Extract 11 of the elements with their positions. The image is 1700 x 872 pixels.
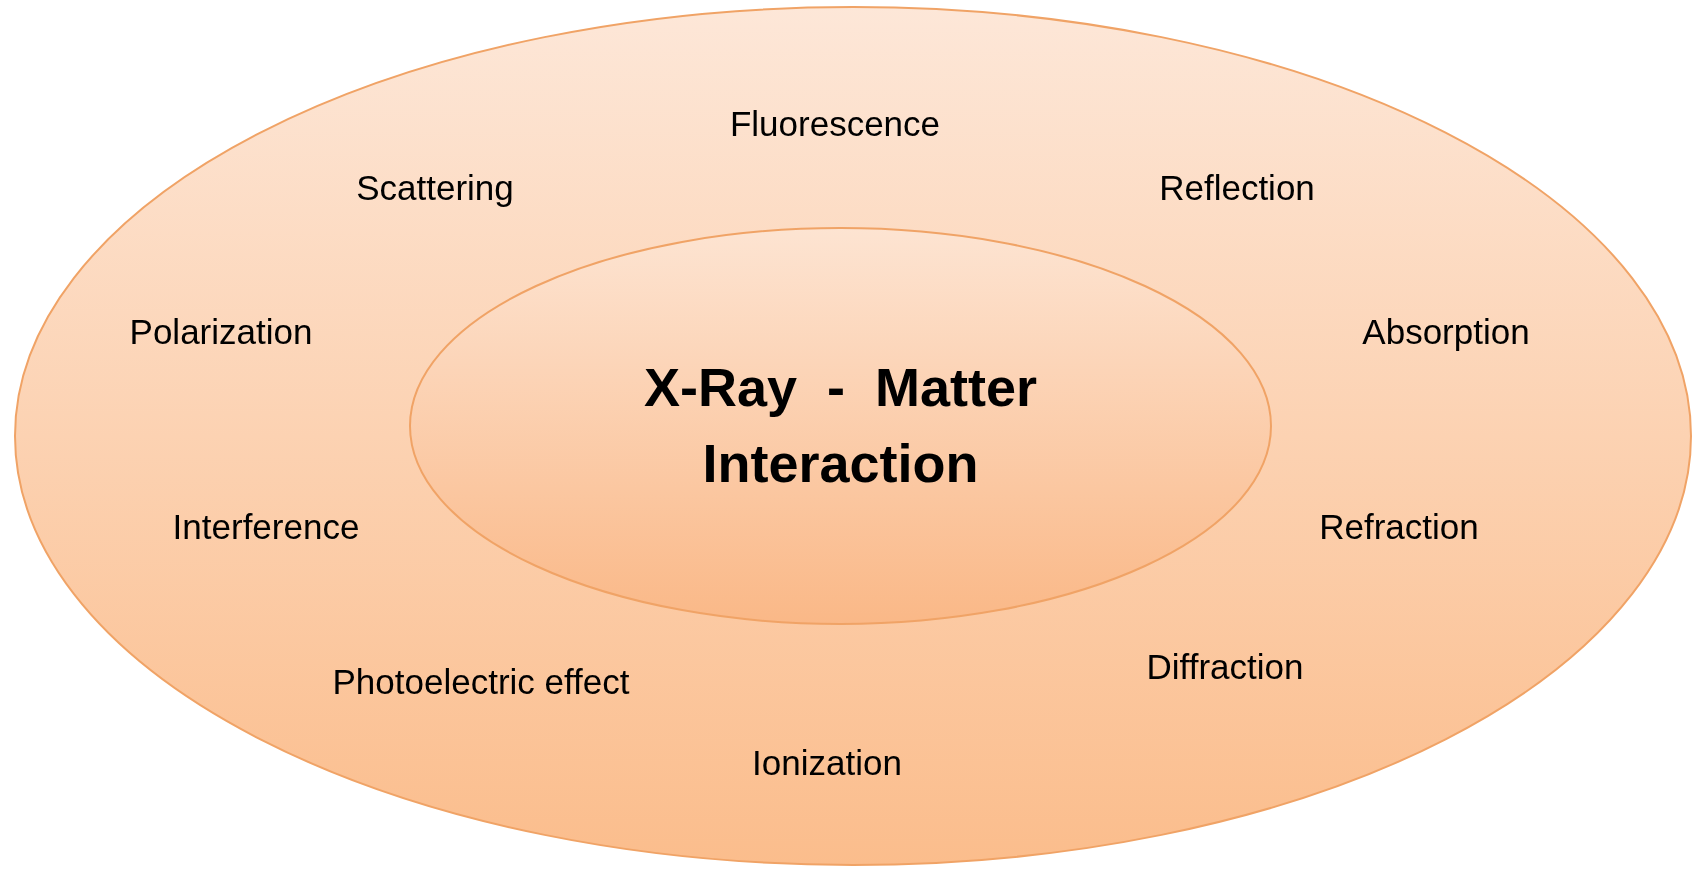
center-title: X-Ray - Matter Interaction [642, 356, 1039, 495]
interaction-label: Polarization [129, 312, 313, 352]
interaction-label: Reflection [1159, 168, 1315, 208]
interaction-label: Ionization [752, 743, 902, 783]
interaction-label: Refraction [1319, 507, 1479, 547]
interaction-label: Photoelectric effect [332, 662, 630, 702]
interaction-label: Absorption [1362, 312, 1530, 352]
interaction-label: Diffraction [1146, 647, 1304, 687]
interaction-label: Fluorescence [729, 104, 941, 144]
interaction-label: Scattering [356, 168, 514, 208]
interaction-label: Interference [172, 507, 360, 547]
